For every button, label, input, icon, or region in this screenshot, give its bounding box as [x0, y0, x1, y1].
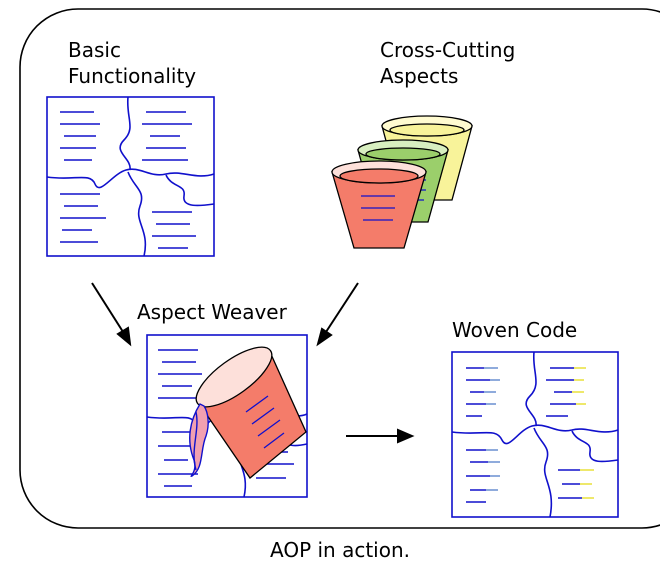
outer-frame	[19, 8, 660, 529]
basic-functionality-puzzle	[46, 96, 215, 257]
woven-code-puzzle	[451, 351, 619, 518]
pouring-cup	[195, 346, 307, 479]
basic-functionality-label-line1: Basic	[68, 38, 121, 62]
woven-code-lines	[466, 367, 594, 503]
arrow-aspects-to-weaver	[316, 282, 359, 347]
cross-cutting-aspects-label-line1: Cross-Cutting	[380, 38, 516, 62]
arrow-weaver-to-woven	[346, 428, 415, 444]
aspect-weaver-label: Aspect Weaver	[137, 300, 287, 324]
woven-code-label: Woven Code	[452, 318, 578, 342]
aspect-cup-red	[331, 160, 427, 249]
caption: AOP in action.	[270, 538, 410, 562]
basic-functionality-label-line2: Functionality	[68, 64, 197, 88]
cross-cutting-aspects-label-line2: Aspects	[380, 64, 459, 88]
spill-stream	[189, 403, 209, 478]
arrow-basic-to-weaver	[91, 282, 132, 347]
